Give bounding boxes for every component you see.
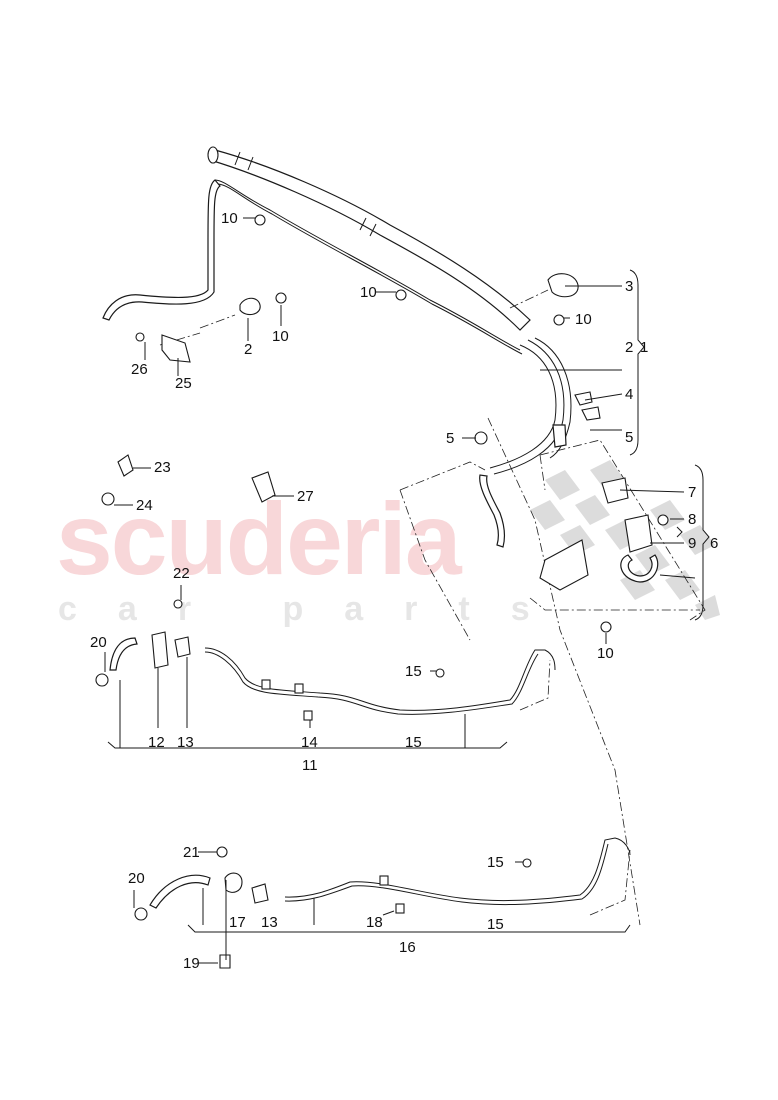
callout-15-b: 15 <box>405 734 422 751</box>
callout-10-c: 10 <box>360 284 377 301</box>
callout-20-b: 20 <box>128 870 145 887</box>
callout-20-a: 20 <box>90 634 107 651</box>
callout-23: 23 <box>154 459 171 476</box>
callout-12: 12 <box>148 734 165 751</box>
callout-22: 22 <box>173 565 190 582</box>
callout-2-group: 2 <box>625 339 634 356</box>
group-brackets <box>629 269 710 621</box>
callout-7: 7 <box>688 484 697 501</box>
callout-4: 4 <box>625 386 634 403</box>
hose-assembly-11 <box>95 631 556 749</box>
callout-14: 14 <box>301 734 318 751</box>
callout-2-clamp: 2 <box>244 341 253 358</box>
small-parts <box>101 214 669 633</box>
callout-8: 8 <box>688 511 697 528</box>
callout-13-a: 13 <box>177 734 194 751</box>
callout-5-nut: 5 <box>446 430 455 447</box>
watermark-car-parts: car parts <box>58 590 571 628</box>
return-hoses <box>479 337 572 548</box>
callout-27: 27 <box>297 488 314 505</box>
callout-19: 19 <box>183 955 200 972</box>
callout-15-c: 15 <box>487 854 504 871</box>
callout-16: 16 <box>399 939 416 956</box>
callout-3: 3 <box>625 278 634 295</box>
callout-9: 9 <box>688 535 697 552</box>
callout-15-a: 15 <box>405 663 422 680</box>
callout-21: 21 <box>183 844 200 861</box>
callout-26: 26 <box>131 361 148 378</box>
callout-6: 6 <box>710 535 719 552</box>
leader-dashed-lines <box>159 289 706 926</box>
callout-10-b: 10 <box>272 328 289 345</box>
main-hose <box>102 146 531 355</box>
callout-1: 1 <box>640 339 649 356</box>
callout-10-a: 10 <box>221 210 238 227</box>
callout-18: 18 <box>366 914 383 931</box>
callout-10-d: 10 <box>575 311 592 328</box>
callout-11: 11 <box>302 757 318 774</box>
callout-13-b: 13 <box>261 914 278 931</box>
callout-10-e: 10 <box>597 645 614 662</box>
hose-assembly-16 <box>134 837 631 969</box>
callout-15-d: 15 <box>487 916 504 933</box>
callout-24: 24 <box>136 497 153 514</box>
callout-25: 25 <box>175 375 192 392</box>
callout-leaders <box>104 217 696 964</box>
callout-17: 17 <box>229 914 246 931</box>
callout-5-group: 5 <box>625 429 634 446</box>
